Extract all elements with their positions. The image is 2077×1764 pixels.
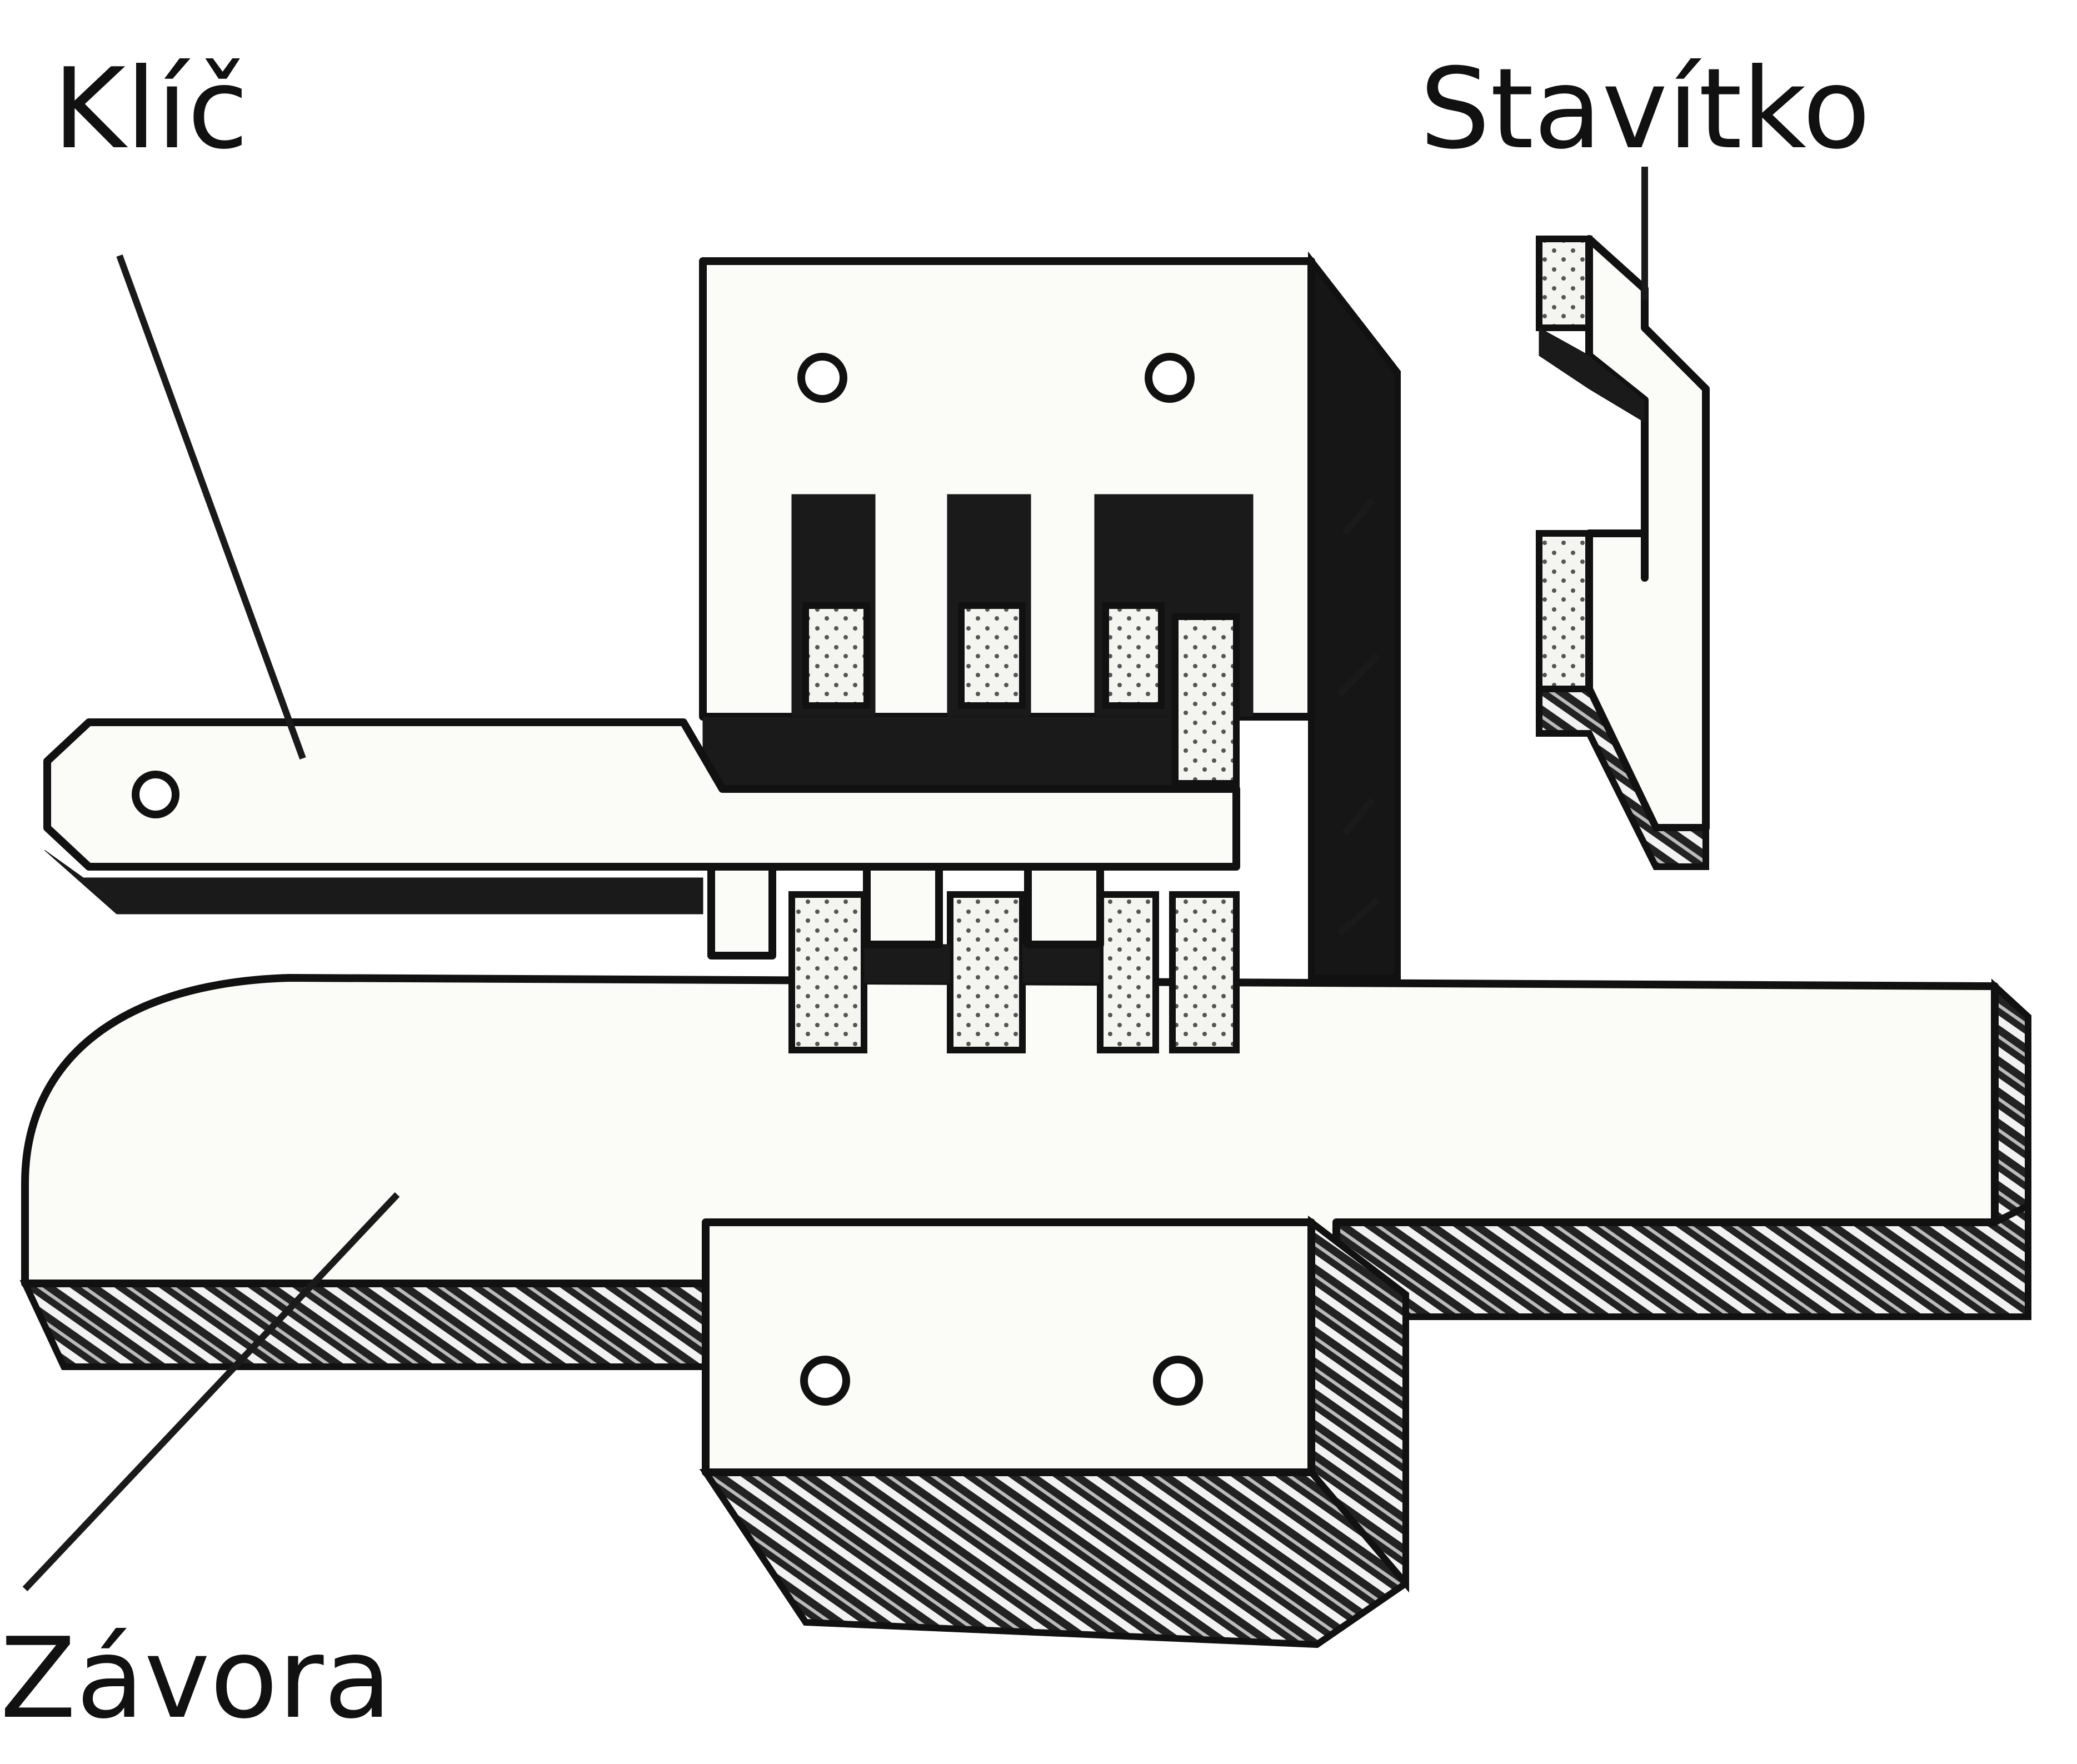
key-bit-2 [863,863,943,948]
tumbler-pin-1-upper [802,602,870,709]
tumbler-pin-2-lower [947,891,1026,1053]
lower-housing-front [702,1218,1315,1476]
lower-housing-rivet-right [1153,1356,1203,1406]
tumbler-crossbar-1 [863,944,951,984]
bolt-top [21,974,1999,1287]
key-hole [132,771,179,818]
tumbler-detail [1536,235,1710,870]
key-handle [43,718,1240,871]
tumbler-pin-2-upper [958,602,1026,709]
lower-housing-rivet-left [800,1356,850,1406]
label-pin: Stavítko [1420,44,1870,174]
upper-housing-rivet-right [1145,353,1195,403]
upper-housing-rivet-left [797,353,847,403]
tumbler-pins [788,602,1240,1053]
tumbler-pin-1-lower [788,891,867,1053]
upper-housing-side [1308,251,1401,981]
key-bit-3 [1024,863,1104,948]
key-shadow [44,849,703,915]
tumbler-pin-4-lower [1169,891,1240,1053]
label-key: Klíč [53,44,248,174]
key [43,718,1240,960]
tumbler-pin-4-upper [1172,613,1240,787]
tumbler-detail-shadow-bottom [1536,686,1709,870]
tumbler-detail-edge-bottom [1536,530,1592,692]
label-bolt: Závora [0,1614,392,1743]
tumbler-pin-3-lower [1097,891,1159,1053]
tumbler-detail-edge-top [1536,236,1592,331]
bolt-end-face [1991,978,2031,1228]
tumbler-pin-3-upper [1102,602,1165,709]
tumbler-detail-shadow-top [1539,327,1645,423]
key-leader-line [116,254,306,760]
upper-housing-side-streak [1336,498,1381,936]
bolt-leader-line [22,1192,400,1592]
tumbler-crossbar-2 [1022,944,1101,984]
key-bit-1 [707,863,776,960]
lower-housing [699,1215,1409,1648]
